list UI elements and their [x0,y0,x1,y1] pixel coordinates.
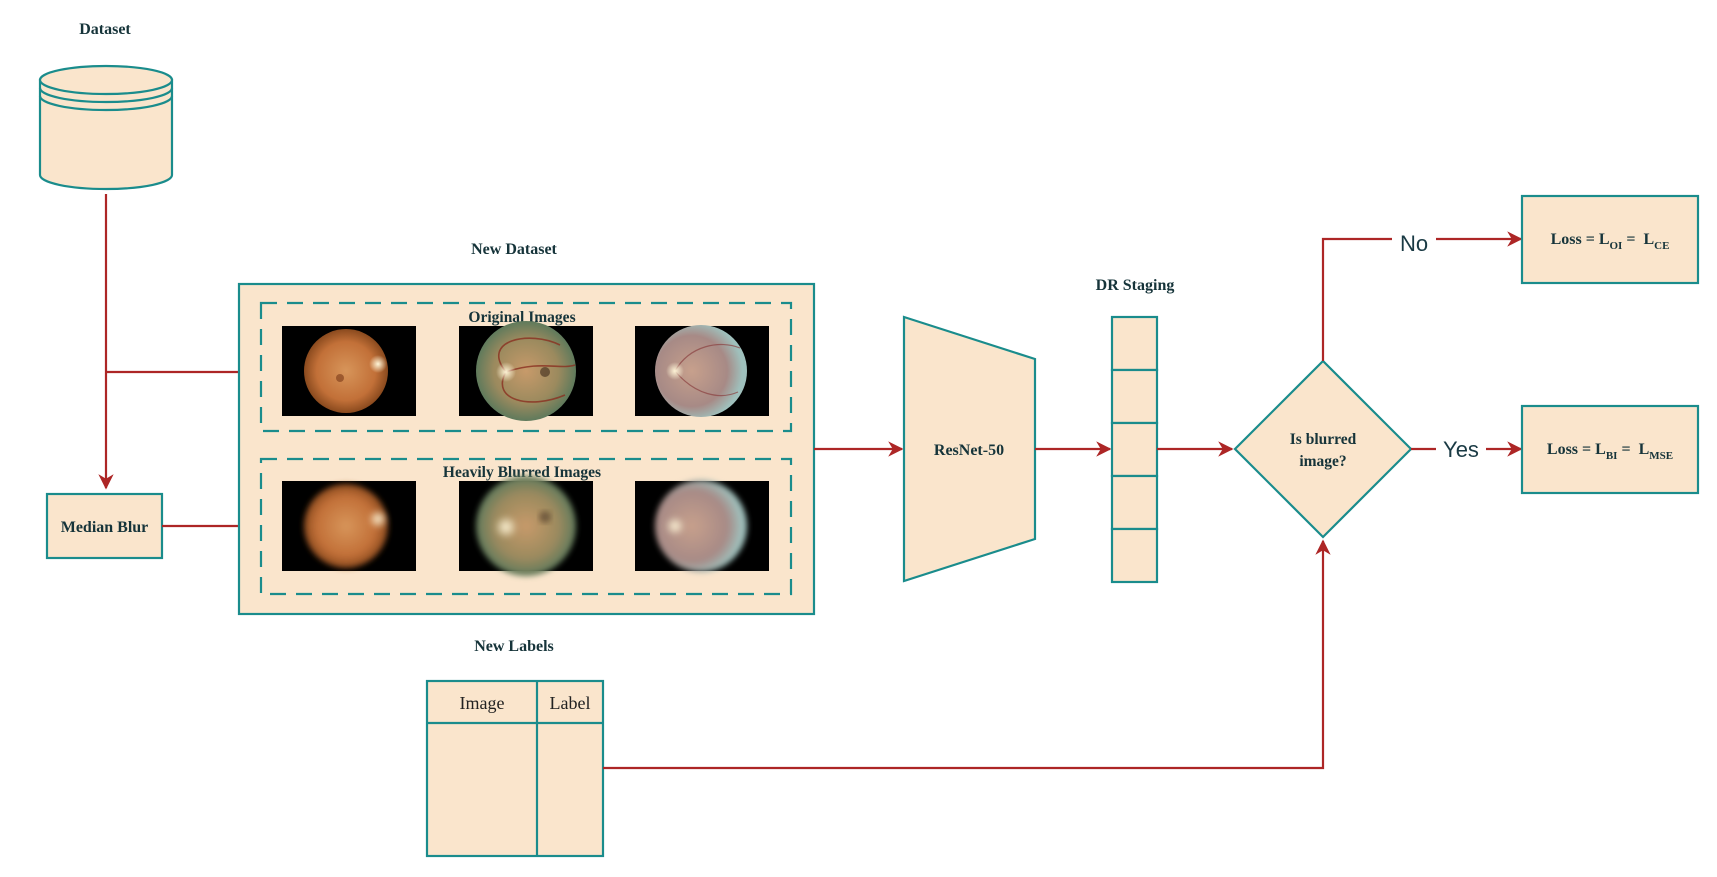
svg-text:ResNet-50: ResNet-50 [934,442,1004,459]
blurred-images-group [259,457,793,596]
column-image-header: Image [460,693,505,713]
fundus-image-original-3 [635,325,769,417]
yes-label: Yes [1443,437,1479,462]
fundus-image-blurred-1 [282,481,416,571]
fundus-image-blurred-3 [635,480,769,572]
dr-staging-vector [1110,315,1159,584]
labels-table: Image Label [425,679,605,858]
fundus-image-original-2 [459,321,593,421]
svg-text:image?: image? [1299,453,1346,470]
arrow-labels-to-decision [603,539,1331,770]
original-images-group [259,301,793,433]
median-blur-node: Median Blur [45,492,164,560]
svg-text:Median Blur: Median Blur [61,519,149,536]
resnet-node: ResNet-50 [902,315,1037,583]
database-icon [38,64,174,191]
original-images-label: Original Images [468,309,575,326]
dr-staging-title: DR Staging [1096,277,1175,294]
column-label-header: Label [550,693,591,713]
loss-bi-box: Loss = LBI = LMSE [1520,404,1700,495]
arrow-no-branch [1321,231,1523,361]
new-dataset-title: New Dataset [471,241,557,258]
no-label: No [1400,231,1428,256]
dataset-title: Dataset [79,21,131,38]
loss-oi-box: Loss = LOI = LCE [1520,194,1700,285]
fundus-image-original-1 [282,326,416,416]
svg-text:Is blurred: Is blurred [1290,431,1357,448]
blurred-images-label: Heavily Blurred Images [443,464,601,481]
new-labels-title: New Labels [474,638,554,655]
fundus-image-blurred-2 [459,476,593,576]
loss-oi-formula: Loss = LOI = LCE [1551,231,1670,252]
decision-node: Is blurred image? [1233,359,1413,539]
loss-bi-formula: Loss = LBI = LMSE [1547,441,1673,462]
